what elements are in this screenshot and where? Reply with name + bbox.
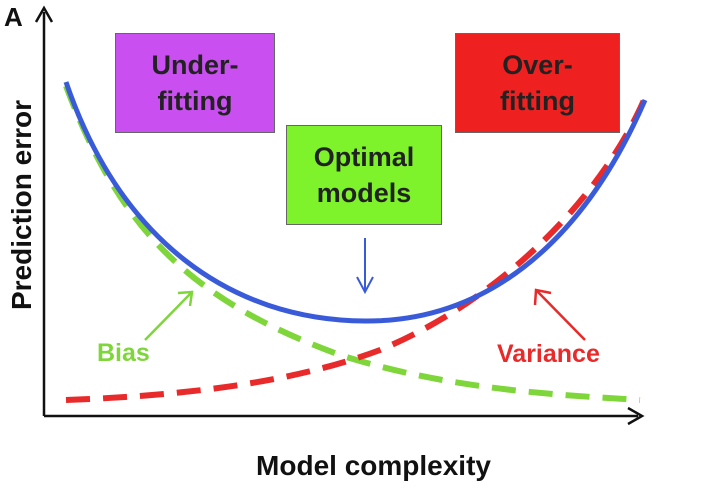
y-axis-title: Prediction error (6, 99, 37, 311)
variance-arrow (533, 288, 586, 341)
total-error-curve (63, 81, 648, 324)
underfitting-label: Under- fitting (151, 49, 239, 116)
variance-label: Variance (497, 340, 600, 368)
panel-letter: A (4, 2, 23, 32)
optimal-arrow (356, 238, 374, 295)
overfitting-label: Over- fitting (500, 49, 575, 116)
optimal-models-box: Optimal models (286, 125, 442, 225)
x-axis-title: Model complexity (256, 450, 491, 481)
bias-label: Bias (97, 339, 150, 367)
overfitting-box: Over- fitting (455, 33, 620, 133)
optimal-models-label: Optimal models (313, 141, 415, 208)
underfitting-box: Under- fitting (115, 33, 275, 133)
bias-curve (63, 84, 641, 403)
bias-arrow (144, 290, 194, 341)
y-axis-arrowhead (34, 5, 54, 23)
variance-curve (65, 98, 647, 403)
x-axis-arrowhead (627, 406, 645, 426)
